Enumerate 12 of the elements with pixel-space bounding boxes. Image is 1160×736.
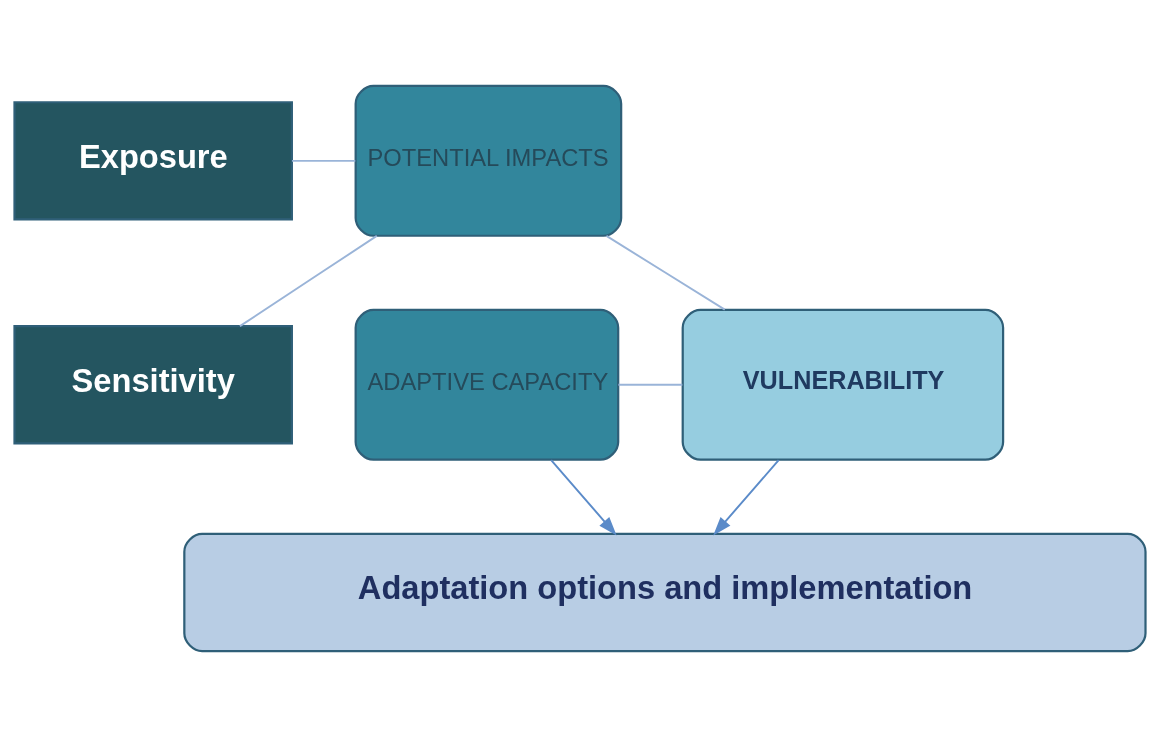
node-box: Sensitivity — [13, 324, 293, 445]
connector — [238, 234, 378, 327]
node-box: Exposure — [13, 100, 293, 221]
node-box: POTENTIAL IMPACTS — [354, 84, 623, 237]
node-box: ADAPTIVE CAPACITY — [354, 308, 620, 461]
connector — [605, 234, 726, 311]
arrow — [713, 458, 780, 535]
node-box: Adaptation options and implementation — [183, 532, 1147, 652]
connector — [617, 383, 684, 386]
connector — [291, 159, 357, 162]
arrow — [550, 458, 617, 535]
node-box: VULNERABILITY — [681, 308, 1005, 461]
